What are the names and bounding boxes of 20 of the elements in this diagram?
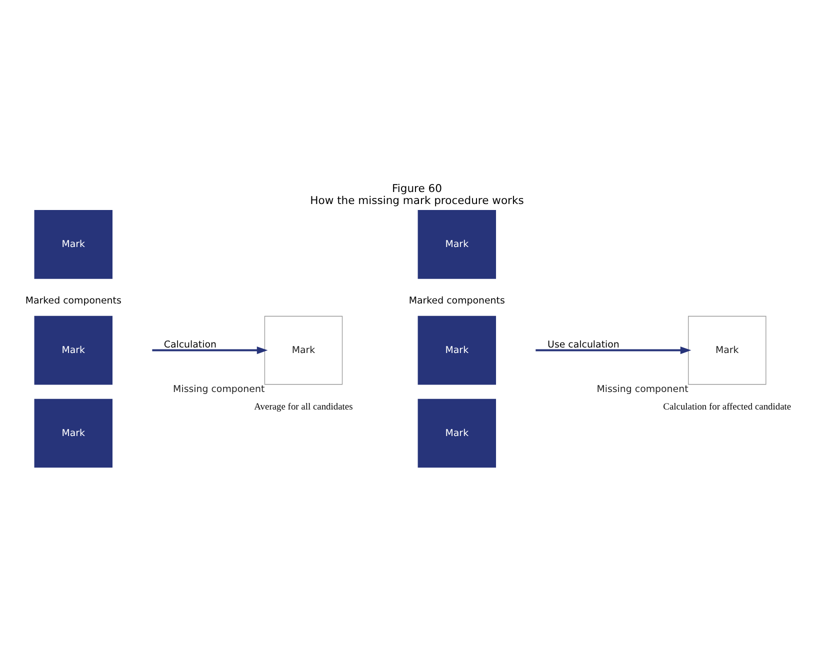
caption: How the missing mark procedure works	[310, 194, 524, 208]
edge-label: Calculation	[164, 340, 217, 351]
label: Marked components	[408, 296, 505, 307]
label: Marked components	[25, 296, 122, 307]
node-label: Missing component	[173, 384, 265, 395]
node-box: Mark	[34, 316, 112, 385]
edge-label: Use calculation	[548, 340, 620, 351]
node-label: Missing component	[596, 384, 688, 395]
node-box: Mark	[688, 316, 766, 385]
node-box: Mark	[34, 210, 112, 279]
arrow	[152, 346, 268, 354]
label: Calculation for affected candidate	[663, 402, 792, 412]
node-box: Mark	[418, 398, 496, 468]
diagram-title: Figure 60	[392, 182, 442, 196]
arrow	[536, 346, 692, 354]
node-box: Mark	[34, 398, 112, 468]
node-box: Mark	[418, 210, 496, 279]
node-box: Mark	[264, 316, 343, 385]
node-box: Mark	[418, 316, 496, 385]
label: Average for all candidates	[254, 402, 353, 412]
